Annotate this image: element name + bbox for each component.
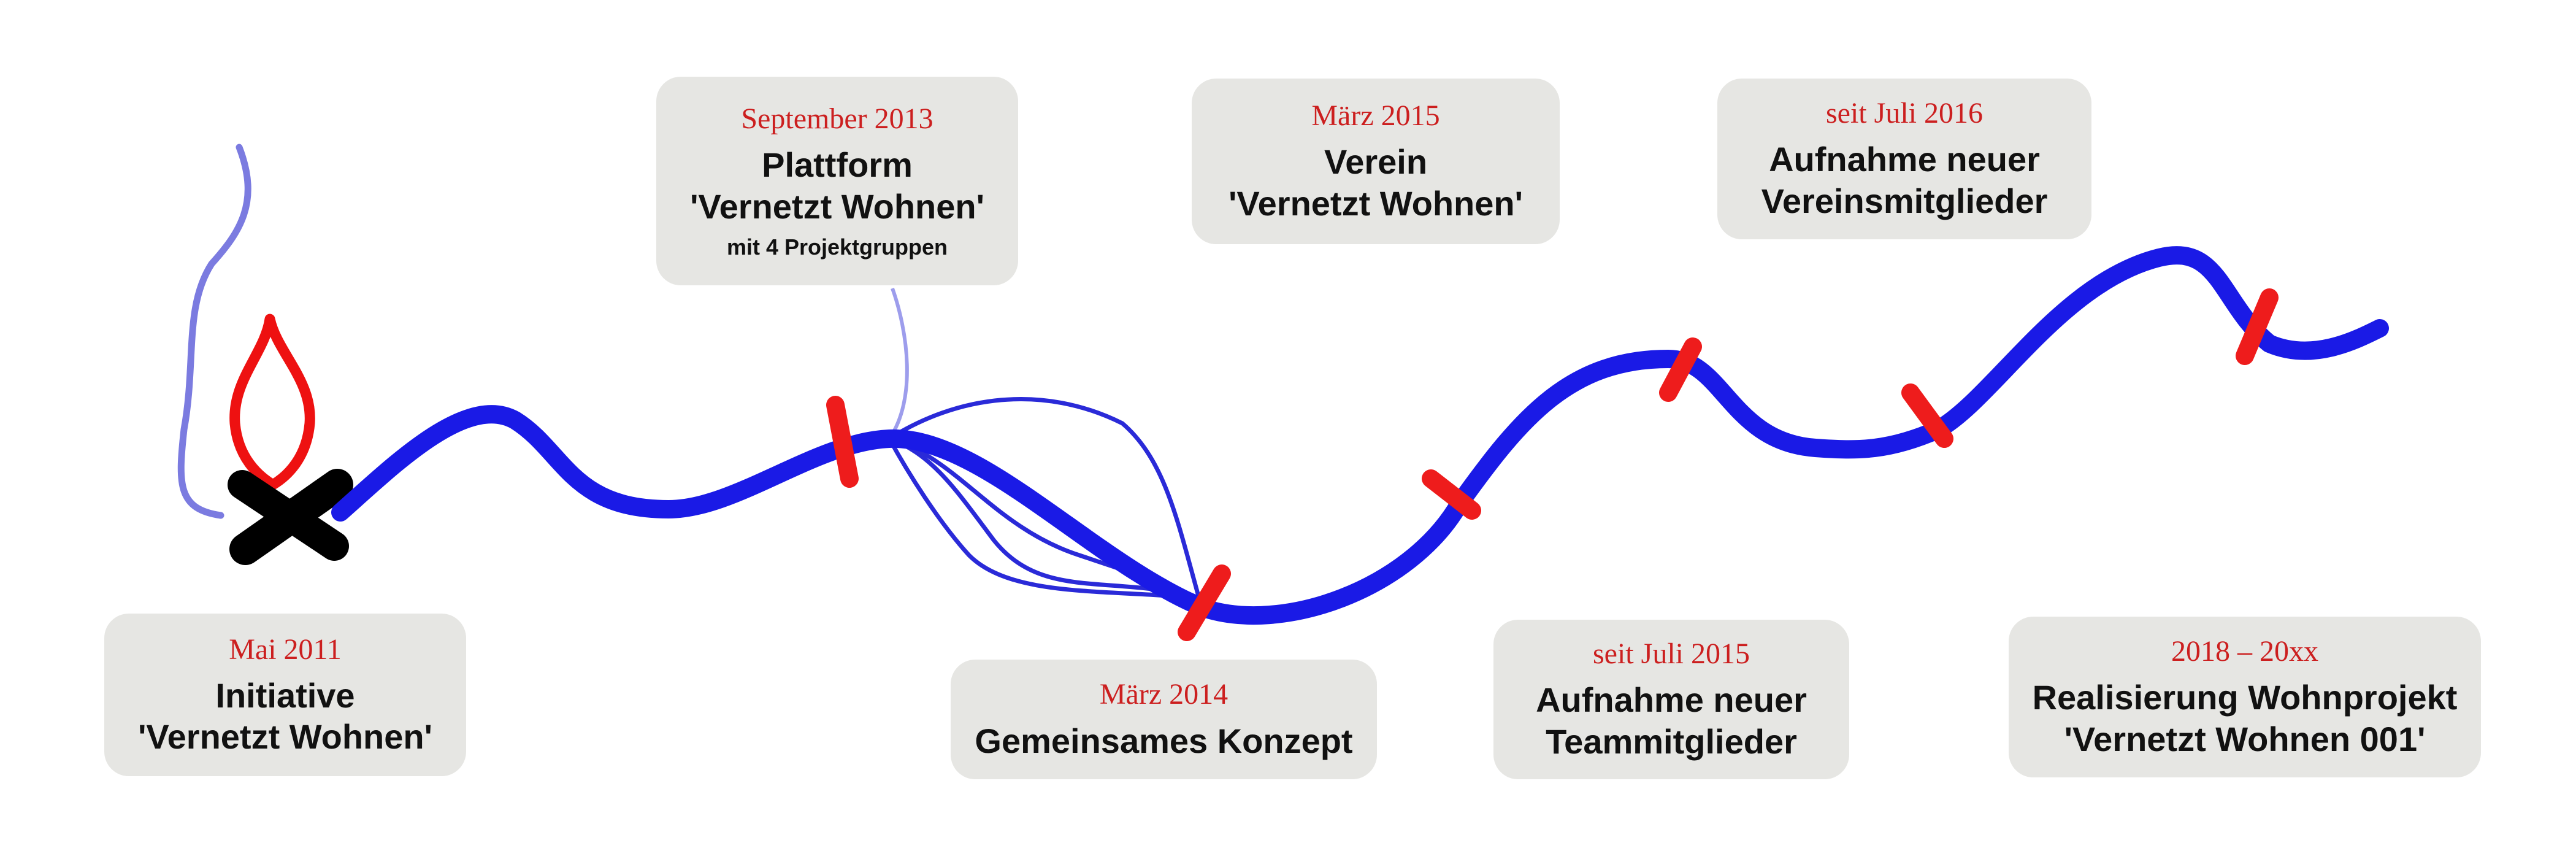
milestone-box-2018-20xx: 2018 – 20xx Realisierung Wohnprojekt 'Ve…: [2009, 617, 2481, 777]
milestone-title-line2: 'Vernetzt Wohnen 001': [2064, 719, 2426, 758]
marker-2013: [826, 396, 859, 488]
milestone-title-line1: Initiative: [215, 676, 355, 715]
marker-2015b: [1659, 337, 1702, 402]
milestone-title-line2: 'Vernetzt Wohnen': [690, 187, 984, 226]
milestone-title-line1: Verein: [1324, 142, 1428, 182]
marker-2014: [1178, 564, 1231, 641]
milestone-date: seit Juli 2015: [1592, 638, 1750, 671]
milestone-date: Mai 2011: [229, 633, 342, 666]
milestone-box-seit-juli-2015: seit Juli 2015 Aufnahme neuer Teammitgli…: [1493, 620, 1849, 779]
plattform-pointer-line: [887, 287, 909, 440]
milestone-box-mai-2011: Mai 2011 Initiative 'Vernetzt Wohnen': [104, 614, 466, 776]
milestone-title-line1: Aufnahme neuer: [1536, 680, 1807, 720]
milestone-subtitle: mit 4 Projektgruppen: [726, 234, 948, 260]
timeline-path: [331, 246, 2389, 625]
milestone-title-line2: Vereinsmitglieder: [1761, 181, 2048, 220]
milestone-title-line2: 'Vernetzt Wohnen': [1229, 183, 1523, 223]
milestone-title-line1: Plattform: [762, 145, 913, 185]
milestone-date: seit Juli 2016: [1825, 97, 1983, 130]
milestone-title-line1: Realisierung Wohnprojekt: [2032, 678, 2458, 717]
milestone-box-maerz-2015: März 2015 Verein 'Vernetzt Wohnen': [1192, 79, 1560, 244]
milestone-title-line2: 'Vernetzt Wohnen': [138, 717, 432, 757]
milestone-title-line2: Teammitglieder: [1546, 722, 1797, 761]
milestone-date: März 2015: [1311, 99, 1440, 133]
milestone-date: März 2014: [1099, 678, 1229, 711]
marker-2015a: [1422, 469, 1481, 520]
milestone-markers: [826, 288, 2279, 641]
milestone-box-maerz-2014: März 2014 Gemeinsames Konzept: [951, 660, 1377, 779]
milestone-title-line1: Gemeinsames Konzept: [975, 721, 1353, 760]
campfire-wood-icon: [228, 469, 353, 565]
milestone-date: September 2013: [741, 102, 933, 136]
smoke-plume: [177, 144, 251, 519]
milestone-box-seit-juli-2016: seit Juli 2016 Aufnahme neuer Vereinsmit…: [1717, 79, 2091, 239]
marker-2018: [2236, 288, 2279, 365]
milestone-date: 2018 – 20xx: [2171, 635, 2318, 668]
flame-icon: [229, 314, 315, 490]
milestone-title-line1: Aufnahme neuer: [1769, 140, 2040, 179]
marker-2016: [1901, 383, 1953, 448]
milestone-box-september-2013: September 2013 Plattform 'Vernetzt Wohne…: [656, 77, 1018, 285]
